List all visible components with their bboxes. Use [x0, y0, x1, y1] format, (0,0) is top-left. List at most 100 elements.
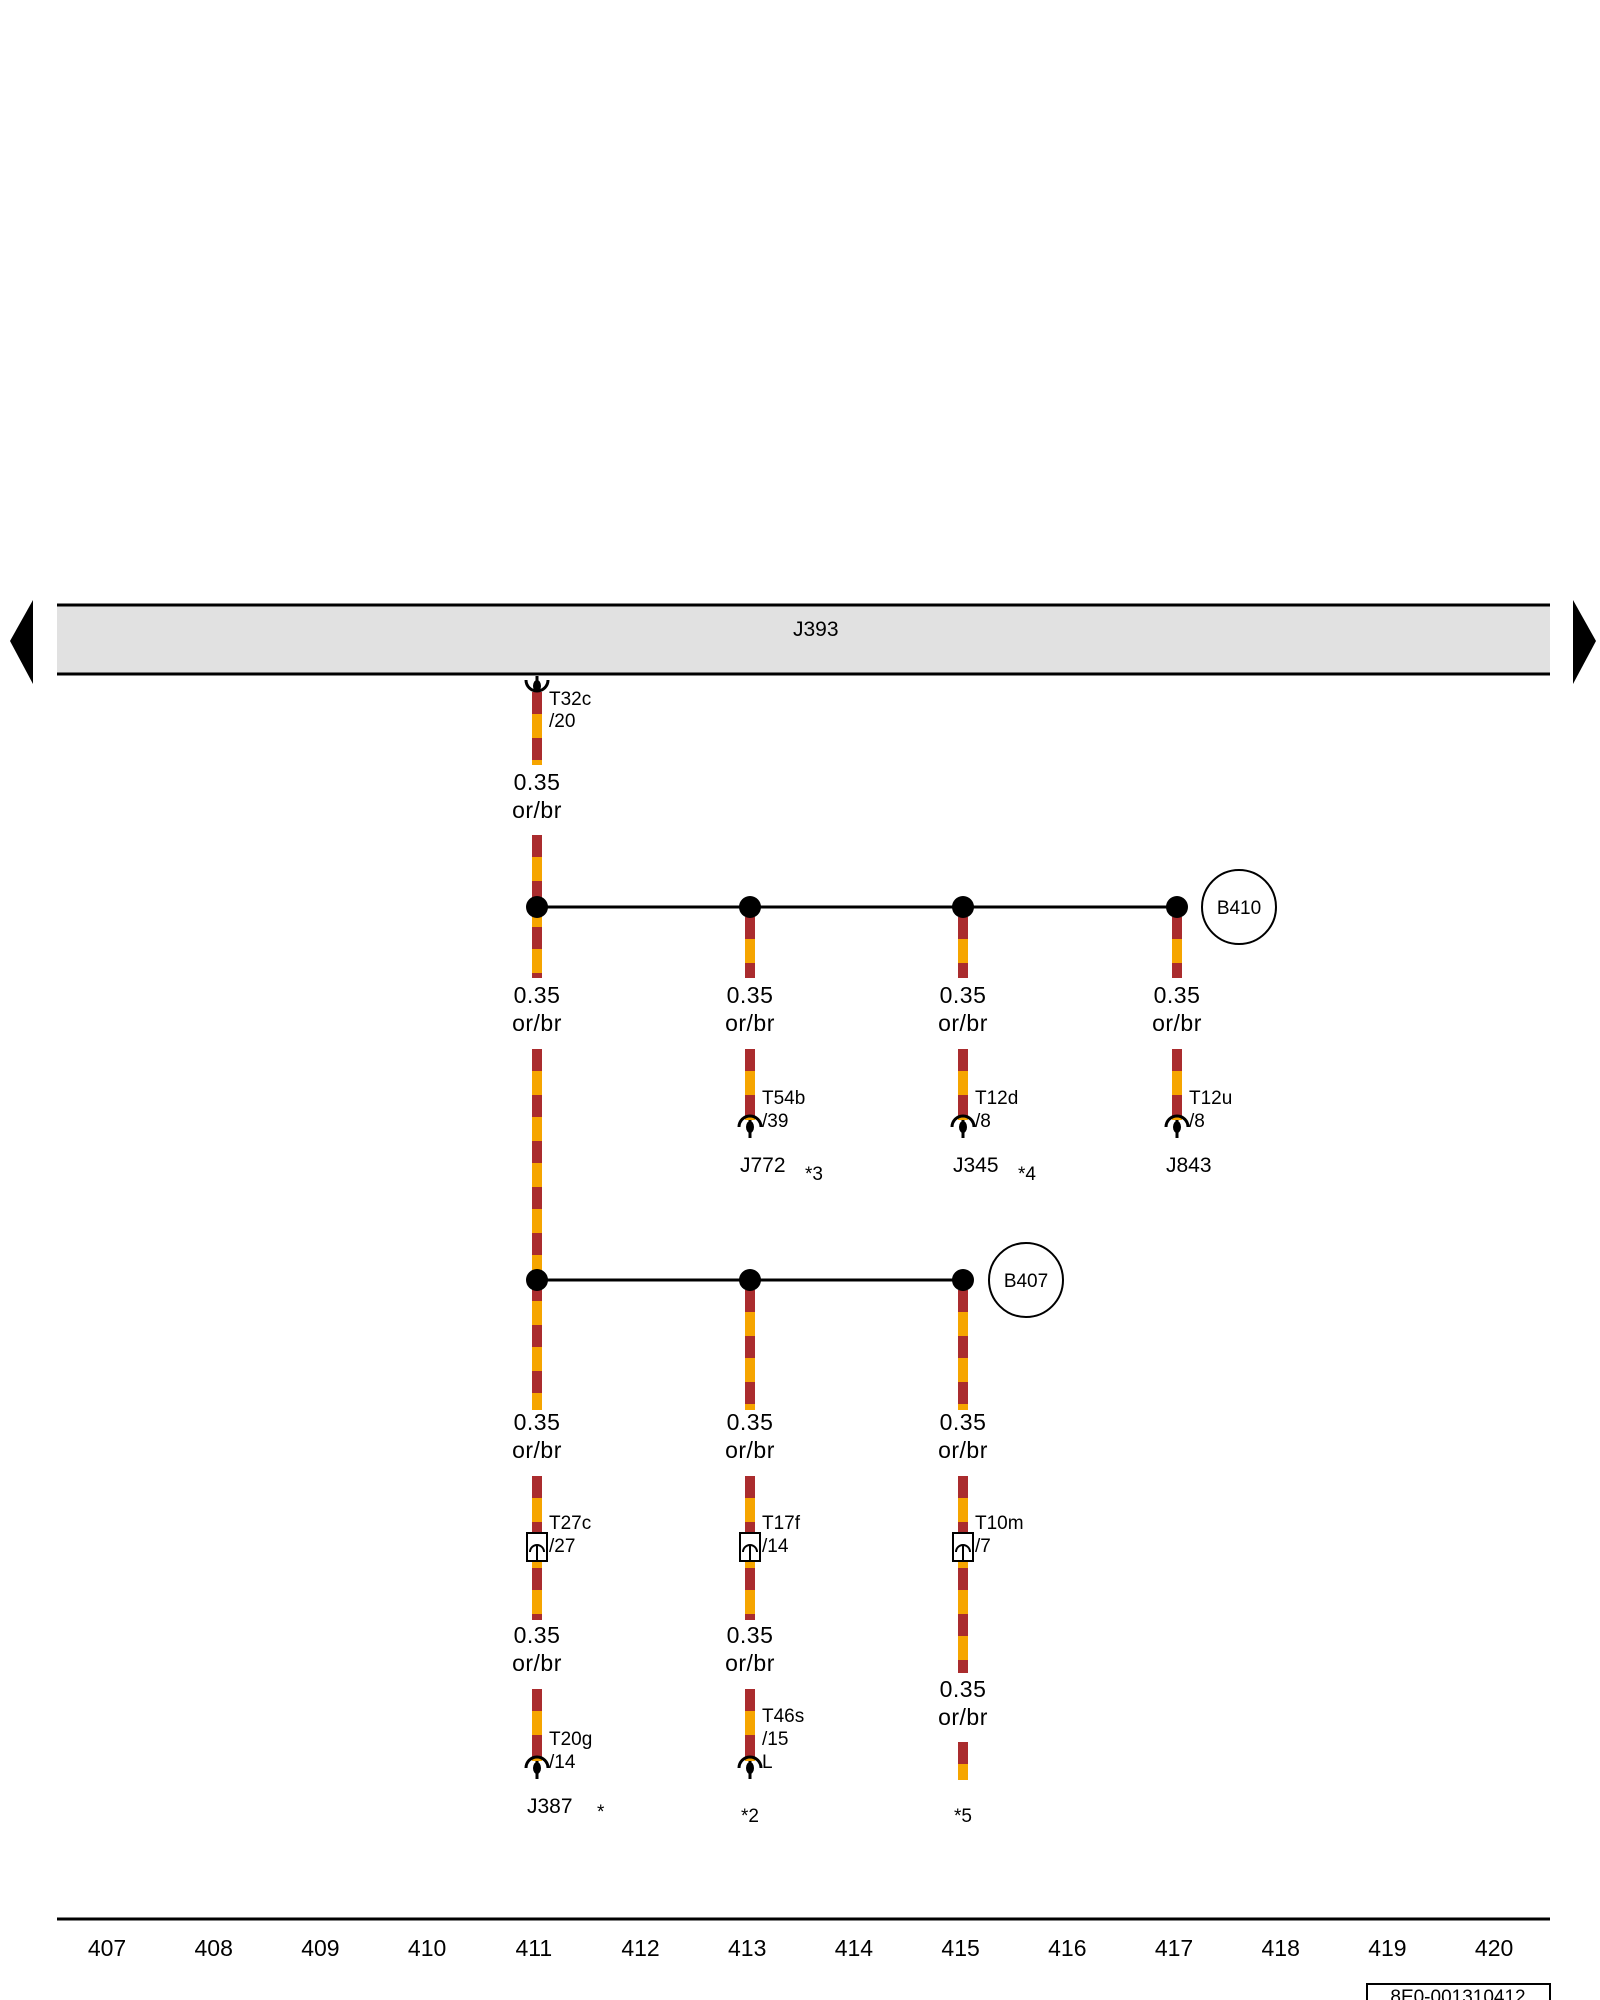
column-number: 407 [88, 1935, 126, 1961]
column-number: 420 [1475, 1935, 1513, 1961]
column-number: 409 [301, 1935, 339, 1961]
pin-socket-icon [1164, 1114, 1190, 1128]
connector-t12u-name: T12u [1189, 1088, 1232, 1109]
wire-color: or/br [725, 1437, 775, 1463]
connector-t27c-pin: /27 [549, 1536, 575, 1557]
connector-t32c: T32c /20 [524, 676, 591, 732]
wire-segment [958, 1476, 968, 1673]
splice-b410-label: B410 [1217, 898, 1261, 919]
connector-t46s-extra: L [762, 1752, 773, 1773]
connector-t10m: T10m /7 [952, 1513, 1024, 1562]
wire-color: or/br [938, 1010, 988, 1036]
column-number: 411 [515, 1935, 552, 1961]
wire-harness [532, 692, 1182, 1780]
connector-t12d-name: T12d [975, 1088, 1018, 1109]
wire-label: 0.35 or/br [725, 982, 775, 1036]
connector-t12u-pin: /8 [1189, 1111, 1205, 1132]
wire-segment [745, 1290, 755, 1410]
splice-b407-label: B407 [1004, 1271, 1048, 1292]
connector-t10m-pin: /7 [975, 1536, 991, 1557]
junction-dot [739, 896, 761, 918]
column-number: 412 [621, 1935, 659, 1961]
footnote-marker: *3 [805, 1164, 823, 1185]
connector-t32c-pin: /20 [549, 711, 575, 732]
wire-segment [958, 917, 968, 978]
wire-gauge: 0.35 [1154, 982, 1201, 1008]
wire-label: 0.35 or/br [512, 1622, 562, 1676]
control-unit-j393-body [57, 605, 1550, 674]
connector-t20g-pin: /14 [549, 1752, 576, 1773]
connector-t12d: T12d /8 [950, 1088, 1018, 1138]
connector-t17f: T17f /14 [739, 1513, 801, 1562]
column-number: 413 [728, 1935, 766, 1961]
pin-socket-icon [524, 1755, 550, 1769]
connector-t20g-name: T20g [549, 1729, 592, 1750]
connector-t54b-pin: /39 [762, 1111, 788, 1132]
wire-label: 0.35 or/br [938, 1676, 987, 1730]
wire-color: or/br [512, 1010, 562, 1036]
junction-dot [526, 1269, 548, 1291]
column-number: 415 [941, 1935, 979, 1961]
footnote-marker: *4 [1018, 1164, 1036, 1185]
wire-gauge: 0.35 [940, 1409, 987, 1435]
wire-label: 0.35 or/br [938, 1409, 988, 1463]
wire-segment [745, 917, 755, 978]
wire-label: 0.35 or/br [512, 769, 562, 823]
wire-segment [532, 692, 542, 765]
wire-color: or/br [512, 797, 562, 823]
connector-t46s: T46s /15 L [737, 1706, 804, 1779]
wire-segment [1172, 917, 1182, 978]
connector-t12u: T12u /8 [1164, 1088, 1232, 1138]
junction-dot [952, 1269, 974, 1291]
splice-b410: B410 [1201, 869, 1277, 945]
column-number: 408 [195, 1935, 233, 1961]
wire-segment [958, 1049, 968, 1120]
junction-dot [1166, 896, 1188, 918]
component-j772-label: J772 [740, 1154, 786, 1177]
wire-label: 0.35 or/br [1152, 982, 1201, 1036]
connector-t46s-name: T46s [762, 1706, 804, 1727]
column-number: 417 [1155, 1935, 1193, 1961]
wire-gauge: 0.35 [514, 769, 561, 795]
wire-label: 0.35 or/br [725, 1409, 775, 1463]
wire-color: or/br [725, 1010, 775, 1036]
wire-gauge: 0.35 [727, 1409, 774, 1435]
pin-socket-icon [737, 1114, 763, 1128]
control-unit-j393: J393 [57, 603, 1550, 676]
component-j387-label: J387 [527, 1795, 573, 1818]
document-id-label: 8E0-001310412 [1390, 1987, 1525, 2000]
wire-gauge: 0.35 [940, 1676, 987, 1702]
footnote-marker: * [597, 1802, 605, 1823]
splice-b407: B407 [988, 1242, 1064, 1318]
wire-segment [532, 1049, 542, 1410]
column-number: 418 [1262, 1935, 1300, 1961]
wire-color: or/br [512, 1650, 562, 1676]
column-number: 416 [1048, 1935, 1086, 1961]
wire-label: 0.35 or/br [938, 982, 988, 1036]
column-number: 414 [835, 1935, 874, 1961]
pin-socket-icon [950, 1114, 976, 1128]
wire-gauge: 0.35 [514, 982, 561, 1008]
wire-segment [958, 1290, 968, 1410]
component-j345-label: J345 [953, 1154, 999, 1177]
wire-label: 0.35 or/br [725, 1622, 774, 1676]
wire-segment [745, 1049, 755, 1120]
next-page-arrow-icon[interactable] [1573, 600, 1596, 684]
connector-t54b: T54b /39 [737, 1088, 805, 1138]
connector-t17f-name: T17f [762, 1513, 801, 1534]
connector-t27c: T27c /27 [526, 1513, 591, 1562]
junction-dot [526, 896, 548, 918]
component-j843-label: J843 [1166, 1154, 1212, 1177]
connector-t46s-pin: /15 [762, 1729, 788, 1750]
wire-label: 0.35 or/br [512, 1409, 561, 1463]
wire-segment [1172, 1049, 1182, 1120]
column-number: 410 [408, 1935, 446, 1961]
junction-dot [952, 896, 974, 918]
prev-page-arrow-icon[interactable] [10, 600, 33, 684]
control-unit-j393-label: J393 [793, 618, 839, 641]
wire-color: or/br [938, 1437, 988, 1463]
connector-t54b-name: T54b [762, 1088, 805, 1109]
connector-t27c-name: T27c [549, 1513, 591, 1534]
